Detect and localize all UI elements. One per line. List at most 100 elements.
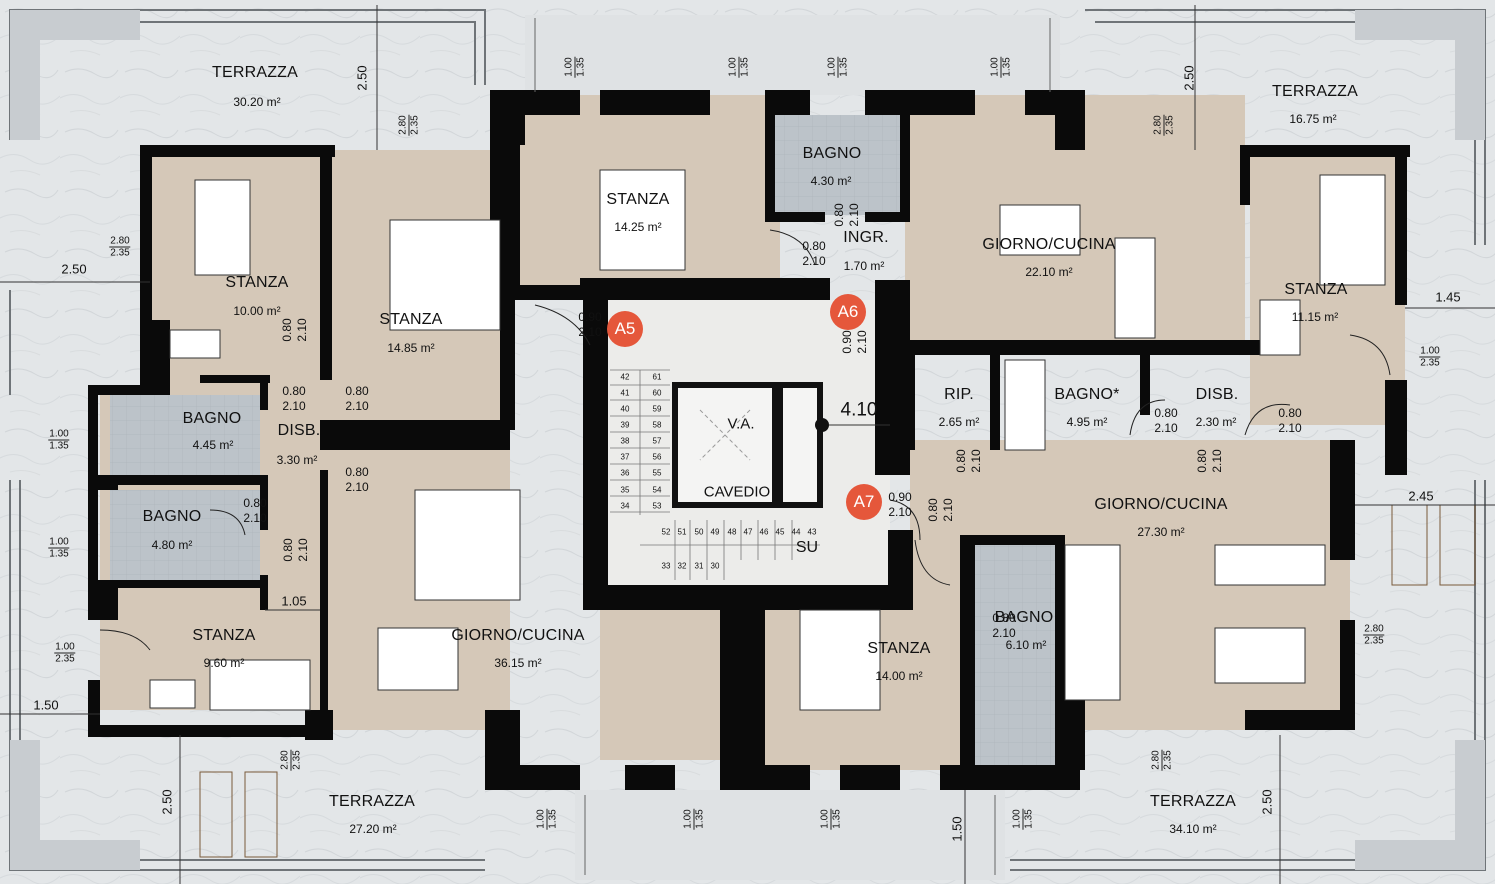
room-name: GIORNO/CUCINA <box>1094 496 1228 513</box>
unit-badge-a7[interactable]: A7 <box>846 484 882 520</box>
walls <box>88 90 1410 790</box>
room-area: 4.95 m² <box>1066 415 1108 429</box>
room-name: BAGNO <box>182 410 242 427</box>
core-width-dimension: 4.10 <box>840 399 878 421</box>
room-area: 4.45 m² <box>192 438 234 452</box>
step-number: 52 <box>661 527 671 537</box>
step-number: 43 <box>807 527 817 537</box>
dimension-marker <box>815 418 829 432</box>
step-number: 34 <box>620 501 630 511</box>
step-number: 40 <box>620 404 630 414</box>
room-name: BAGNO <box>142 508 202 525</box>
bathroom-floors <box>110 115 1060 765</box>
balcony-bottom <box>575 790 1005 880</box>
room-name: GIORNO/CUCINA <box>451 627 585 644</box>
step-number: 31 <box>694 561 704 571</box>
room-area: 10.00 m² <box>233 304 281 318</box>
unit-badge-a6[interactable]: A6 <box>830 294 866 330</box>
unit-badge-a5[interactable]: A5 <box>607 311 643 347</box>
dimension-label: 2.50 <box>1259 789 1275 815</box>
step-number: 37 <box>620 452 630 462</box>
door-swings <box>99 229 1391 651</box>
step-number: 30 <box>710 561 720 571</box>
dimension-label: 1.45 <box>1435 289 1461 305</box>
step-number: 50 <box>694 527 704 537</box>
room-area: 3.30 m² <box>276 453 318 467</box>
step-number: 49 <box>710 527 720 537</box>
room-name: TERRAZZA <box>1149 793 1237 810</box>
step-number: 61 <box>652 372 662 382</box>
dimension-label: 1.05 <box>281 593 307 609</box>
step-number: 57 <box>652 436 662 446</box>
step-number: 33 <box>661 561 671 571</box>
dimension-label: 2.50 <box>1181 65 1197 91</box>
room-name: INGR. <box>843 229 889 246</box>
room-area: 1.70 m² <box>843 259 885 273</box>
step-number: 59 <box>652 404 662 414</box>
room-area: 9.60 m² <box>203 656 245 670</box>
balcony-top <box>525 15 1060 95</box>
step-number: 41 <box>620 388 630 398</box>
step-number: 51 <box>677 527 687 537</box>
ventilation-label: V.A. <box>727 415 755 433</box>
room-area: 14.25 m² <box>614 220 662 234</box>
step-number: 58 <box>652 420 662 430</box>
step-number: 46 <box>759 527 769 537</box>
room-area: 22.10 m² <box>1025 265 1073 279</box>
dimension-label: 2.50 <box>354 65 370 91</box>
room-name: STANZA <box>1284 281 1348 298</box>
step-number: 54 <box>652 485 662 495</box>
room-area: 16.75 m² <box>1289 112 1337 126</box>
room-area: 30.20 m² <box>233 95 281 109</box>
room-area: 6.10 m² <box>1005 638 1047 652</box>
room-name: TERRAZZA <box>211 64 299 81</box>
step-number: 56 <box>652 452 662 462</box>
stair-up-label: SU <box>795 539 819 556</box>
step-number: 42 <box>620 372 630 382</box>
step-number: 32 <box>677 561 687 571</box>
dimension-lines <box>0 5 1495 884</box>
room-name: BAGNO <box>994 609 1054 626</box>
room-area: 27.20 m² <box>349 822 397 836</box>
step-number: 55 <box>652 468 662 478</box>
dimension-label: 2.45 <box>1408 488 1434 504</box>
room-name: STANZA <box>192 627 256 644</box>
room-name: BAGNO <box>802 145 862 162</box>
step-number: 39 <box>620 420 630 430</box>
room-area: 2.30 m² <box>1195 415 1237 429</box>
terrace-corner-blocks <box>10 10 1485 870</box>
room-name: DISB. <box>277 422 321 439</box>
dimension-label: 2.50 <box>159 789 175 815</box>
lift-shaft <box>777 382 823 508</box>
room-name: STANZA <box>225 274 289 291</box>
room-area: 11.15 m² <box>1291 310 1339 324</box>
room-name: STANZA <box>867 640 931 657</box>
room-name: TERRAZZA <box>328 793 416 810</box>
step-number: 47 <box>743 527 753 537</box>
room-name: STANZA <box>606 191 670 208</box>
